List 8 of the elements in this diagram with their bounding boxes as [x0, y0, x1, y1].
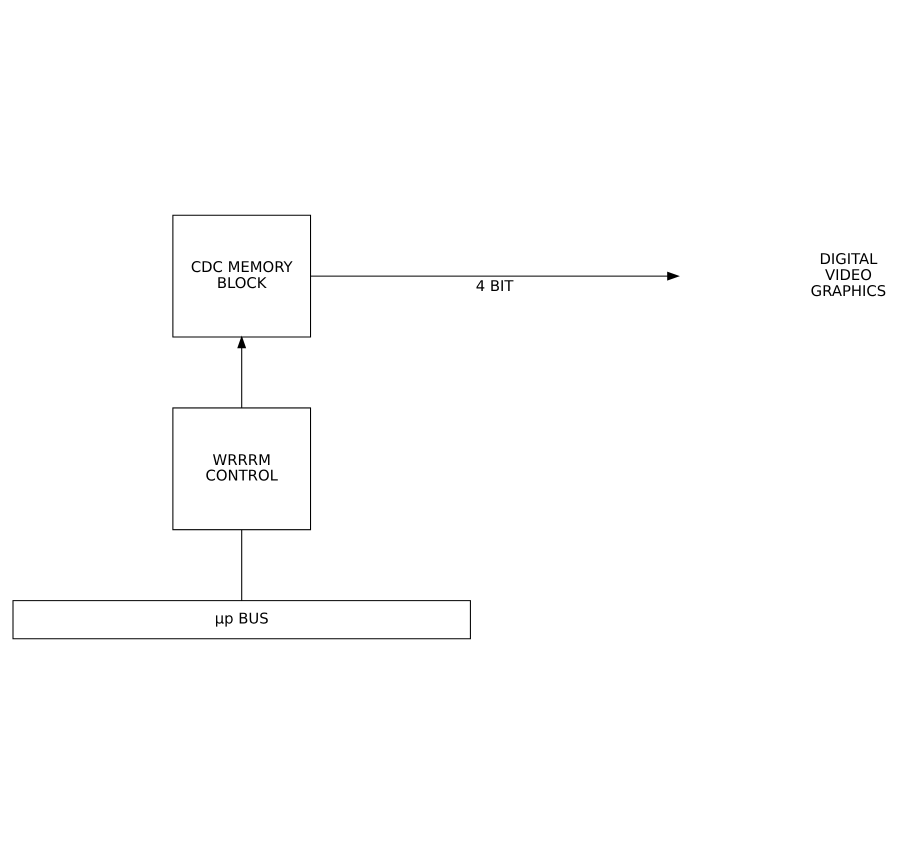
label: DIGITAL VIDEO GRAPHICS: [810, 250, 886, 300]
connector: [241, 529, 242, 600]
edge-label: 4 BIT: [476, 278, 514, 295]
arrow: [237, 334, 246, 407]
node-box: WRRRM CONTROL: [172, 406, 312, 530]
node-box: CDC MEMORY BLOCK: [172, 214, 312, 338]
node-box: μp BUS: [12, 600, 471, 639]
arrow: [311, 271, 680, 280]
